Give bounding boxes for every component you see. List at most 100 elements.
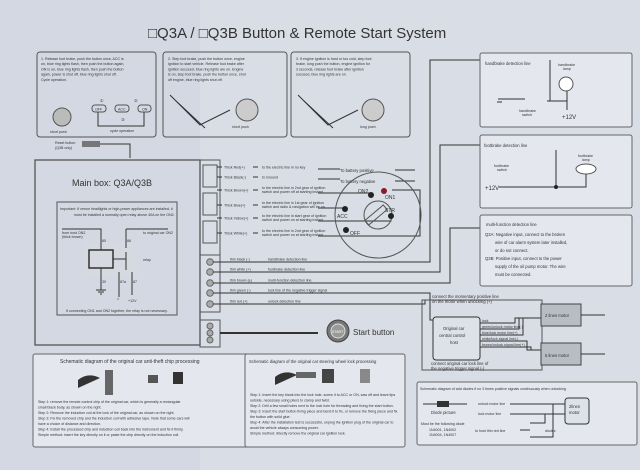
lock-wire-label: lock (482, 319, 489, 323)
step-2-box: 2. Step foot brake, push the button once… (162, 51, 288, 138)
anti-theft-step: have a choice of distance and direction. (38, 422, 101, 426)
thin-wire-desc: multi-function detection line (268, 279, 312, 283)
push-button-icon (361, 98, 385, 122)
thick-wire-desc: switch and radio & navigation will be on (262, 205, 325, 209)
ignition-on1: ON1 (385, 195, 396, 201)
host-label-3: host (450, 340, 459, 345)
two-lines-motor-icon (564, 397, 590, 425)
footbrake-title: footbrake detection line (484, 143, 528, 148)
thick-wire-desc: to the electric line in no key (262, 166, 306, 170)
diode-models: 1N4001, 1N4002 (429, 428, 456, 432)
relay-note: If connecting ON1 and ON2 together, the … (66, 309, 168, 313)
step-1-box: 1. Release foot brake, push the button o… (36, 51, 157, 138)
bottom-note: connect original car lock line of (431, 361, 489, 366)
step-text: brake, long push the button, engine igni… (296, 62, 371, 66)
host-label: Original car (443, 326, 465, 331)
cycle-off: OFF (95, 108, 103, 112)
steering-step: outside, necessary using pliers to clamp… (250, 399, 330, 403)
multi-function-text: wire of car alarm system later installed… (495, 240, 567, 245)
thick-wire-name: Thick Blue(+) (224, 204, 245, 208)
anti-theft-step: Step 2: Remove the induction coil at the… (38, 411, 174, 415)
push-button-icon (235, 98, 259, 122)
start-button[interactable]: START Start button (220, 319, 394, 343)
foot-pedal-icon (169, 94, 231, 129)
press-label: short push (50, 130, 67, 134)
multi-function-text: supply of the oil pump motor. The wire (495, 264, 566, 269)
cycle-diagram: OFF ACC ON ① ② ③ cycle operation (91, 98, 152, 133)
switch-label: footbrake (494, 164, 509, 168)
thick-wire-desc: to the electric line in 1st gear of igni… (262, 201, 324, 205)
connector-pin (206, 279, 214, 287)
thin-wire (213, 227, 500, 284)
important-note: Important: If xenon headlights or high-p… (60, 207, 173, 211)
lamp-label: handbrake (558, 63, 575, 67)
lock-wire-label: brown/unlock signal line(+) (482, 343, 525, 347)
relay-label: relay (143, 258, 151, 262)
lock-wire-label: white/lock signal line(-) (482, 337, 518, 341)
multi-function-text: must be connected. (495, 272, 532, 277)
relay-to: to original car ON2 (143, 231, 173, 235)
thick-wire-desc: to the electric line in 2nd gear of igni… (262, 229, 325, 233)
thick-connector-3 (202, 220, 218, 244)
thin-wire-name: thin black (-) (230, 258, 250, 262)
handbrake-panel: handbrake detection line handbrake lamp … (479, 52, 633, 128)
ignition-on2: ON2 (358, 189, 369, 195)
reset-wire (100, 143, 131, 158)
important-note-2: must be installed a normally open relay … (74, 213, 175, 217)
relay-from: from host ON2 (62, 231, 85, 235)
switch-label: handbrake (519, 109, 536, 113)
lamp-label-2: lamp (563, 67, 571, 71)
press-label: long push (360, 125, 376, 129)
cycle-step-1: ① (100, 98, 104, 103)
thick-connector-1 (202, 164, 218, 188)
top-note-2: on the motor when unlocking (+) (432, 299, 493, 304)
thin-wire-name: thin white (+) (230, 268, 251, 272)
anti-theft-step: Step 4: Install the processed chip and i… (38, 428, 184, 432)
pin-87: 87 (133, 280, 137, 284)
thick-wire-name: Thick White(+) (224, 232, 247, 236)
anti-theft-title: Schematic diagram of the original car an… (60, 359, 200, 365)
multi-function-text: or do not connect. (495, 248, 529, 253)
steering-step: Step 2: Drill a few small holes next to … (250, 404, 394, 408)
multi-function-title: multi-function detection line (486, 222, 537, 227)
cycle-label: cycle operation (110, 129, 134, 133)
steering-title: Schematic diagram of the original car st… (249, 359, 377, 364)
anti-theft-step: small black body, as shown on the right. (38, 406, 101, 410)
lamp-label-2: lamp (582, 158, 590, 162)
start-button-label: Start button (353, 328, 394, 337)
steering-step: avoid the vehicle always consuming power… (250, 426, 319, 430)
relay-unused: × (117, 297, 119, 301)
ignition-str: STR (385, 208, 395, 214)
switch-label-2: switch (522, 113, 532, 117)
step-text: succeed, blue ring lights are on. (296, 73, 347, 77)
steering-step: Step 4: After the installation test is s… (250, 421, 393, 425)
step-text: again, power is shut off, blue ring ligh… (41, 73, 117, 77)
lock-wire-label: green/unlock motor line(-) (482, 325, 523, 329)
lock-wire-label: blue/lock motor line(+) (482, 331, 517, 335)
step-text: on, blue ring lights flash, then push th… (41, 62, 124, 66)
connector-pin (206, 289, 214, 297)
thin-wire-desc: handbrake detection line (268, 258, 307, 262)
relay-diagram: from host ON2 (thick brown) to original … (62, 228, 173, 303)
thick-wire-desc: to Ground (262, 176, 278, 180)
diodes-label: diodes (545, 429, 556, 433)
diode-title: Schematic diagram of add diodes if no 3 … (420, 387, 566, 391)
thick-wire-name: Thick Brown(+) (224, 189, 248, 193)
thick-wire-desc: switch and power on at starting instant (262, 233, 323, 237)
lock-wire (480, 317, 541, 336)
unlock-line-label: unlock motor line (478, 402, 505, 406)
pin-86: 86 (127, 239, 131, 243)
lock-line-label: lock motor line (478, 412, 501, 416)
bottom-note-2: the negative trigger signal (-) (431, 366, 485, 371)
reset-button-icon[interactable] (82, 141, 100, 147)
connector-pin (206, 258, 214, 266)
wire (318, 189, 421, 237)
pin-87a: 87a (120, 280, 126, 284)
voltage-label: +12V (562, 115, 576, 121)
multi-function-text: Q3B: Positive input, connect to the powe… (485, 256, 562, 261)
hand-icon (78, 375, 100, 388)
motor-shafts (581, 314, 605, 355)
diode-picture-label: Diode picture (431, 410, 456, 415)
anti-theft-step: Step 1: remove the remote control chip o… (38, 400, 181, 404)
thin-wire-name: thin green (-) (230, 289, 251, 293)
